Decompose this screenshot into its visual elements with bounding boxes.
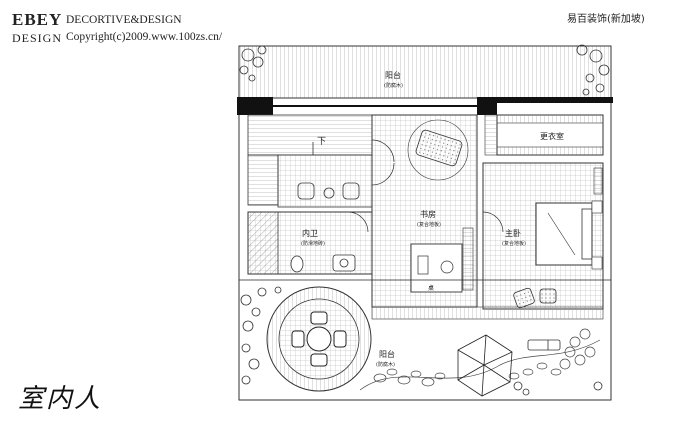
top-terrace-label: 阳台 xyxy=(385,70,401,80)
plant-cluster-bottomleft xyxy=(240,286,282,385)
wall-top-right xyxy=(497,97,613,103)
bedroom-armchair xyxy=(513,287,557,309)
stair-top xyxy=(247,114,373,156)
inner-bath-sublabel: (防滑地砖) xyxy=(301,240,325,247)
wall-block-mid xyxy=(477,97,497,115)
brand-ebey: EBEY xyxy=(12,10,63,29)
copyright-text: Copyright(c)2009.www.100zs.cn/ xyxy=(66,31,223,43)
lounger xyxy=(527,339,561,351)
closet-label: 更衣室 xyxy=(540,131,564,141)
lounge-chairs xyxy=(297,182,360,200)
top-terrace xyxy=(238,45,612,99)
master-bedroom-sublabel: (复合地板) xyxy=(502,240,526,247)
plant-cluster-topright xyxy=(576,44,610,96)
wall-block-left xyxy=(237,97,273,115)
landing xyxy=(277,154,373,208)
study-label: 书房 xyxy=(420,209,436,219)
inner-bath-label: 内卫 xyxy=(302,228,318,238)
bottom-terrace-sublabel: (防腐木) xyxy=(376,361,395,368)
brand-tagline: DECORTIVE&DESIGN xyxy=(66,14,182,26)
stairs-down-label: 下 xyxy=(317,137,326,147)
brand-design: DESIGN xyxy=(12,31,62,45)
svg-text:桌: 桌 xyxy=(428,284,434,292)
study-sofa xyxy=(407,119,469,181)
dining-set xyxy=(291,311,347,367)
top-terrace-sublabel: (防腐木) xyxy=(384,82,403,89)
shower-area xyxy=(247,211,279,275)
plant-cluster-topleft xyxy=(239,45,267,82)
master-bedroom-label: 主卧 xyxy=(505,228,521,238)
bottom-terrace xyxy=(238,279,612,401)
bookshelf xyxy=(462,227,474,291)
bed xyxy=(535,200,603,270)
company-name: 易百装饰(新加坡) xyxy=(567,14,645,25)
stair-left xyxy=(247,154,279,206)
study-desk: 桌 xyxy=(410,243,463,293)
pebble-path xyxy=(359,328,601,391)
bath-fixtures xyxy=(290,254,356,273)
signature: 室内人 xyxy=(18,384,103,414)
study-sublabel: (复合地板) xyxy=(417,221,441,228)
plant-cluster-right xyxy=(513,381,603,396)
bottom-terrace-label: 阳台 xyxy=(379,349,395,359)
patio-umbrella xyxy=(457,334,513,397)
